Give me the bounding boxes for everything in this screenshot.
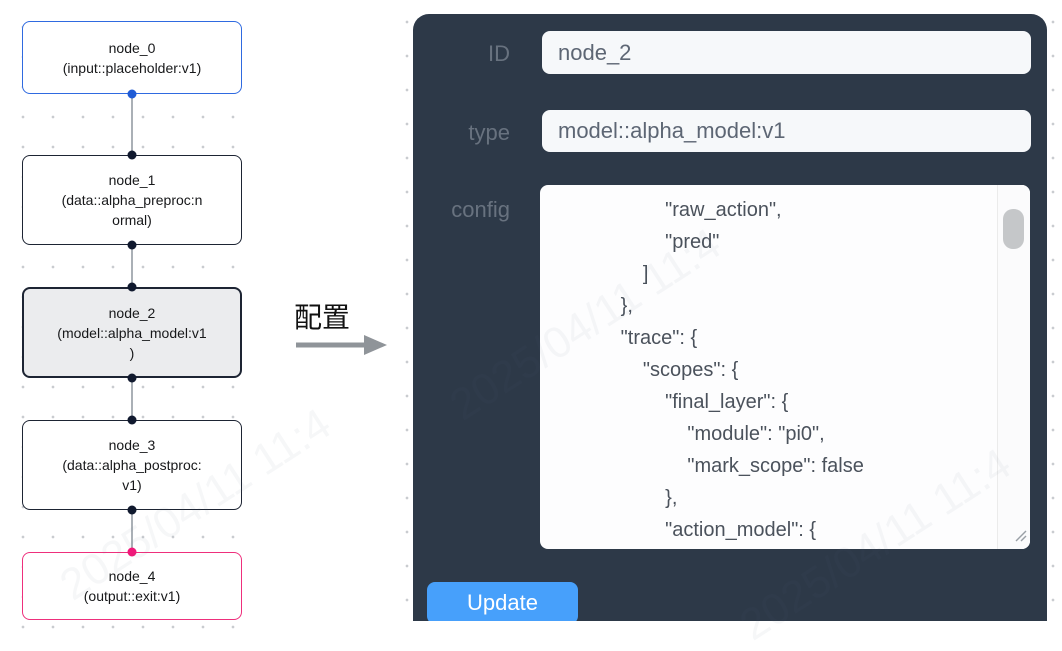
node-config-panel: ID type config "raw_action", "pred" ] },… (413, 14, 1047, 621)
config-field-label: config (451, 197, 510, 222)
type-input[interactable] (542, 110, 1031, 152)
connection-handle-node1-target[interactable] (127, 150, 137, 160)
node-label: node_3 (data::alpha_postproc: v1) (62, 437, 202, 493)
transition-label: 配置 (294, 302, 351, 333)
flow-node-node-2-selected[interactable]: node_2 (model::alpha_model:v1 ) (22, 287, 242, 378)
config-json-text: "raw_action", "pred" ] }, "trace": { "sc… (620, 199, 864, 541)
arrow-right-icon (294, 334, 389, 361)
flow-node-node-4[interactable]: node_4 (output::exit:v1) (22, 552, 242, 620)
connection-handle-node3-source[interactable] (127, 505, 137, 515)
edge-node2-node3 (131, 378, 133, 420)
flow-node-node-3[interactable]: node_3 (data::alpha_postproc: v1) (22, 420, 242, 510)
id-input[interactable] (542, 31, 1031, 74)
node-label: node_1 (data::alpha_preproc:n ormal) (61, 172, 203, 228)
connection-handle-node3-target[interactable] (127, 415, 137, 425)
connection-handle-node4-target[interactable] (127, 547, 137, 557)
scrollbar-thumb[interactable] (1003, 209, 1024, 249)
update-button[interactable]: Update (427, 582, 578, 621)
node-label: node_4 (output::exit:v1) (83, 568, 181, 604)
edge-node1-node2 (131, 245, 133, 287)
connection-handle-node2-source[interactable] (127, 373, 137, 383)
connection-handle-node0-source[interactable] (127, 89, 137, 99)
node-label: node_2 (model::alpha_model:v1 ) (57, 304, 207, 361)
edge-node3-node4 (131, 510, 133, 552)
node-label: node_0 (input::placeholder:v1) (62, 39, 202, 76)
flow-node-node-0[interactable]: node_0 (input::placeholder:v1) (22, 21, 242, 94)
edge-node0-node1 (131, 94, 133, 155)
flow-canvas[interactable]: node_0 (input::placeholder:v1) node_1 (d… (0, 0, 258, 643)
id-field-label: ID (488, 41, 510, 66)
type-field-label: type (468, 120, 510, 145)
flow-node-node-1[interactable]: node_1 (data::alpha_preproc:n ormal) (22, 155, 242, 245)
connection-handle-node2-target[interactable] (127, 282, 137, 292)
connection-handle-node1-source[interactable] (127, 240, 137, 250)
config-scrollbar-track[interactable] (997, 185, 1030, 549)
config-textarea[interactable]: "raw_action", "pred" ] }, "trace": { "sc… (540, 185, 1030, 549)
resize-handle-icon[interactable] (1012, 527, 1027, 547)
